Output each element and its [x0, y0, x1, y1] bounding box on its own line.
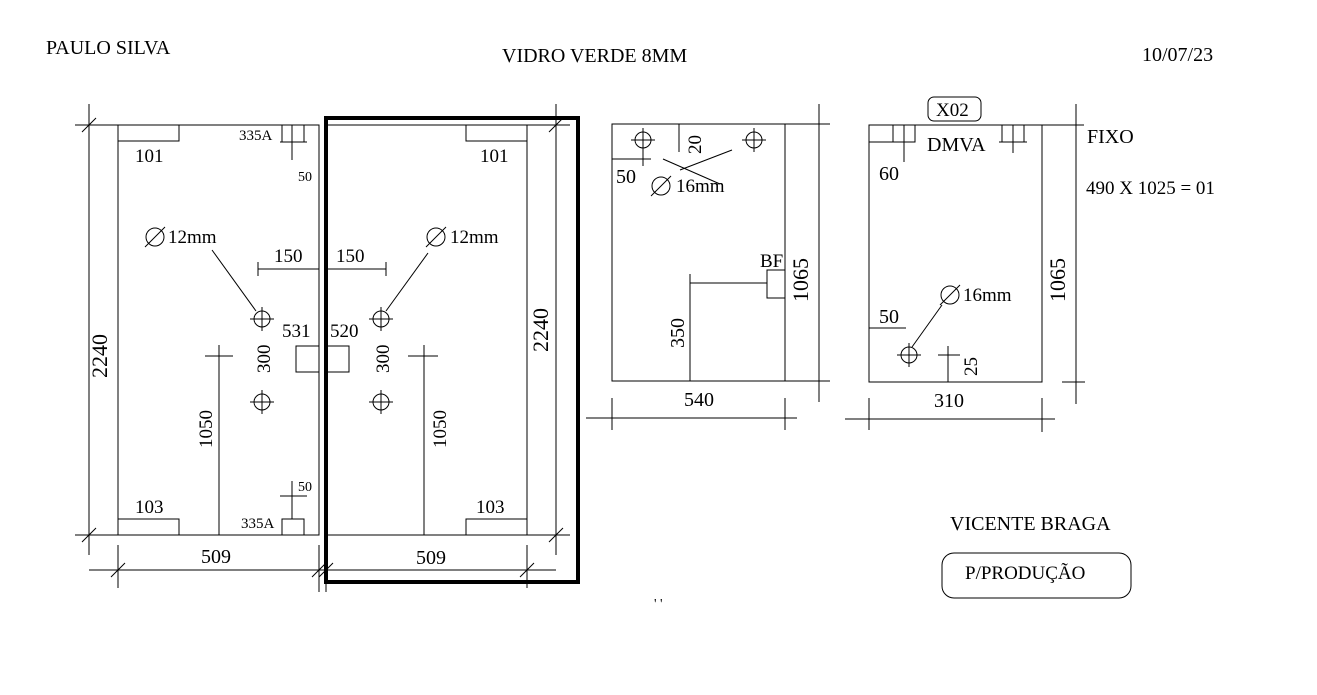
panel-left-top-hinge-label: 335A	[239, 128, 273, 144]
panel-right-hole-diameter: 12mm	[450, 227, 499, 248]
panel-left-top-cutout	[117, 124, 180, 142]
panel-right-width-dimension: 509	[318, 545, 556, 592]
panel-right-diameter-symbol	[425, 226, 447, 248]
panel-right-hole-horizontal: 150	[336, 246, 365, 267]
panel-right-height-dimension: 2240	[527, 104, 570, 555]
panel-left-width-dimension: 509	[89, 545, 340, 592]
panel-right-bottom-cutout-label: 103	[476, 497, 505, 518]
panel-three-lock-label: BF	[760, 251, 783, 272]
panel-left: 2240 509 101 103 335A 50 335A 50	[75, 104, 340, 592]
production-stamp-box	[941, 552, 1132, 599]
panel-three-height-label: 1065	[788, 258, 813, 302]
panel-left-hole-diameter: 12mm	[168, 227, 217, 248]
date: 10/07/23	[1142, 44, 1213, 66]
panel-four-hole	[897, 343, 921, 367]
client-name: PAULO SILVA	[46, 37, 171, 59]
panel-three-width-label: 540	[684, 389, 714, 411]
production-stamp: P/PRODUÇÃO	[965, 562, 1085, 584]
panel-right-top-cutout-label: 101	[480, 146, 509, 167]
panel-right-hole-top	[369, 307, 393, 331]
panel-left-bottom-hinge	[281, 518, 305, 536]
panel-three: 1065 540 20 50 16mm	[586, 104, 830, 430]
panel-left-width-label: 509	[201, 546, 231, 568]
panel-right-handle-label: 520	[330, 321, 359, 342]
panel-three-lock-height: 350	[667, 318, 689, 348]
panel-four-fitting-label: DMVA	[927, 134, 986, 156]
panel-right-height-label: 2240	[528, 308, 553, 352]
panel-four-width-label: 310	[934, 390, 964, 412]
panel-four-tag: X02	[936, 100, 969, 121]
panel-right-hole-spacing: 300	[373, 345, 394, 374]
panel-left-top-cutout-label: 101	[135, 146, 164, 167]
panel-three-outline	[611, 123, 786, 382]
panel-left-hole-bottom	[250, 390, 274, 414]
panel-left-hole-spacing: 300	[254, 345, 275, 374]
panel-three-hole-right	[742, 128, 766, 152]
panel-right-handle	[325, 345, 350, 373]
panel-left-handle-label: 531	[282, 321, 311, 342]
panel-left-hole-horizontal: 150	[274, 246, 303, 267]
panel-four: X02 DMVA 60 1065 310 16mm 5	[845, 96, 1085, 432]
panel-four-side-offset: 50	[879, 306, 899, 328]
panel-right: 2240 509 101 103 12mm 150	[318, 104, 580, 592]
panel-left-bottom-offset: 50	[298, 480, 312, 495]
panel-four-bottom-offset: 25	[961, 357, 982, 376]
panel-left-hole-top	[250, 307, 274, 331]
panel-left-top-offset: 50	[298, 170, 312, 185]
signer-name: VICENTE BRAGA	[950, 513, 1111, 535]
panel-three-lock	[766, 269, 786, 299]
panel-three-diameter-symbol	[650, 175, 672, 197]
panel-left-top-hinge	[281, 124, 305, 143]
panel-right-width-label: 509	[416, 547, 446, 569]
panel-left-handle-height: 1050	[196, 410, 217, 448]
notes-size: 490 X 1025 = 01	[1086, 178, 1215, 199]
tick-marks: ' '	[654, 597, 663, 612]
panel-right-bottom-cutout	[465, 518, 528, 536]
notes-type: FIXO	[1087, 126, 1134, 148]
panel-left-bottom-hinge-label: 335A	[241, 516, 275, 532]
panel-left-height-dimension: 2240	[75, 104, 118, 555]
panel-left-bottom-cutout-label: 103	[135, 497, 164, 518]
panel-right-handle-height: 1050	[430, 410, 451, 448]
panel-three-hole-diameter: 16mm	[676, 176, 725, 197]
material-title: VIDRO VERDE 8MM	[502, 45, 687, 67]
panel-right-top-cutout	[465, 124, 528, 142]
panel-four-outline	[868, 124, 1043, 383]
panel-four-hole-diameter: 16mm	[963, 285, 1012, 306]
panel-four-height-label: 1065	[1045, 258, 1070, 302]
panel-left-handle	[295, 345, 320, 373]
panel-right-hole-bottom	[369, 390, 393, 414]
panel-four-diameter-symbol	[939, 284, 961, 306]
panel-left-bottom-cutout	[117, 518, 180, 536]
panel-three-side-offset: 50	[616, 166, 636, 188]
panel-four-top-offset: 60	[879, 163, 899, 185]
panel-three-top-offset: 20	[685, 135, 706, 154]
panel-right-outline	[325, 124, 528, 536]
panel-four-tag-box	[927, 96, 982, 122]
panel-left-height-label: 2240	[87, 334, 112, 378]
panel-left-diameter-symbol	[144, 226, 166, 248]
panel-three-hole-left	[631, 128, 655, 166]
